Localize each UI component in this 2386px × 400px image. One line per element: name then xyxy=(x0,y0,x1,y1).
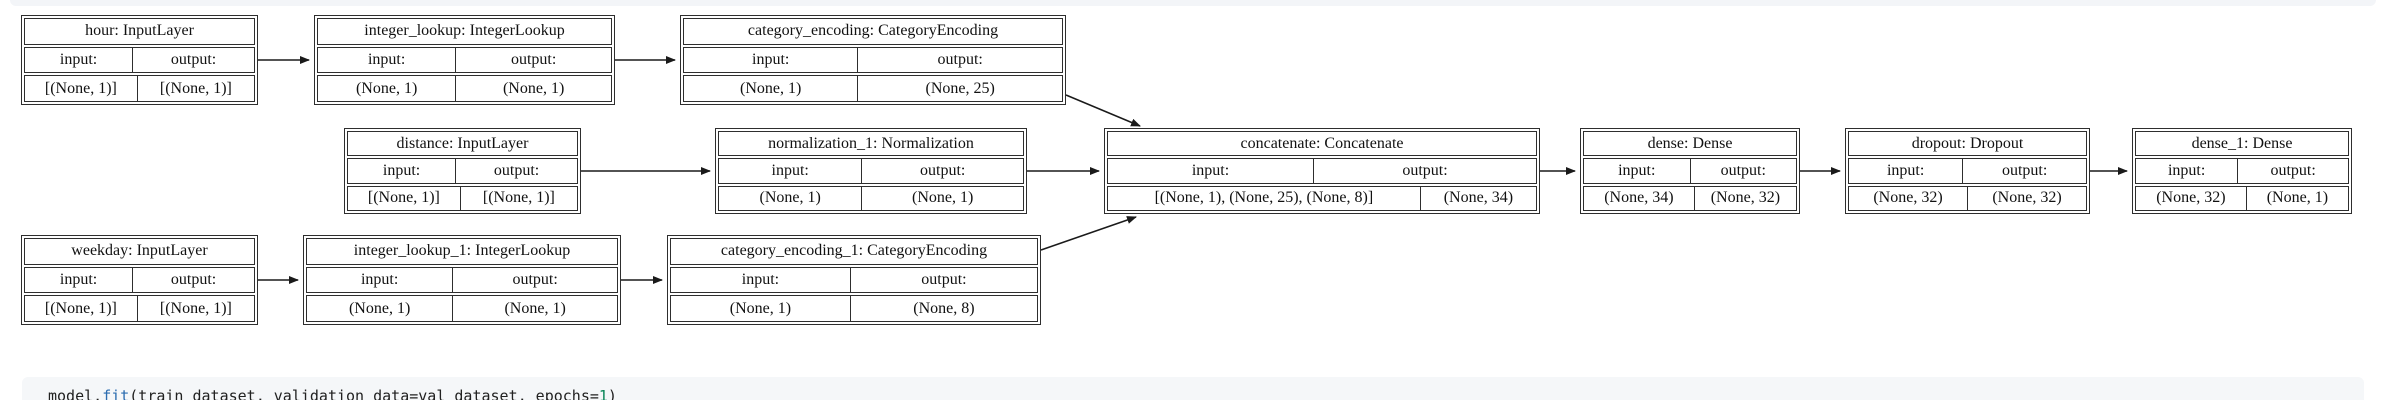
input-shape: [(None, 1)] xyxy=(25,76,138,102)
output-label: output: xyxy=(921,271,967,288)
node-title: integer_lookup_1: IntegerLookup xyxy=(353,242,571,260)
node-title: category_encoding: CategoryEncoding xyxy=(747,22,999,40)
node-dense: dense: Dense input: output: (None, 34) (None… xyxy=(1580,128,1800,214)
input-shape: (None, 1) xyxy=(719,186,863,210)
input-shape: (None, 1) xyxy=(684,76,859,102)
input-label: input: xyxy=(307,267,454,293)
node-title: dense_1: Dense xyxy=(2191,134,2293,152)
output-shape: (None, 1) xyxy=(912,189,974,207)
code-token: 1 xyxy=(598,387,608,400)
output-shape: (None, 1) xyxy=(502,79,565,97)
input-label: input: xyxy=(671,267,851,293)
output-shape: (None, 1) xyxy=(2266,189,2329,207)
input-shape: (None, 34) xyxy=(1584,186,1695,210)
input-label: input: xyxy=(348,159,457,183)
node-title: distance: InputLayer xyxy=(396,134,529,152)
input-label: input: xyxy=(25,267,134,293)
output-label: output: xyxy=(2270,161,2316,179)
node-integer_lookup: integer_lookup: IntegerLookup input: outpu… xyxy=(314,15,615,105)
edge-category_encoding-to-concatenate xyxy=(1065,94,1141,127)
edge-category_encoding_1-to-concatenate xyxy=(1040,216,1137,251)
code-token: ) xyxy=(607,387,617,400)
output-label: output: xyxy=(1402,161,1448,179)
node-title: dense: Dense xyxy=(1647,134,1733,152)
code-token: fit xyxy=(102,387,130,400)
node-dropout: dropout: Dropout input: output: (None, 32) (… xyxy=(1845,128,2090,214)
node-title: normalization_1: Normalization xyxy=(768,134,974,152)
code-token: model. xyxy=(48,387,103,400)
node-normalization_1: normalization_1: Normalization input: outp… xyxy=(715,128,1027,214)
output-shape: (None, 34) xyxy=(1443,189,1514,207)
input-label: input: xyxy=(318,47,457,73)
input-label: input: xyxy=(1584,159,1691,183)
node-title: concatenate: Concatenate xyxy=(1240,134,1404,152)
node-title: dropout: Dropout xyxy=(1911,134,2024,152)
output-label: output: xyxy=(1720,161,1766,179)
output-label: output: xyxy=(2001,161,2048,179)
input-shape: [(None, 1)] xyxy=(348,186,461,210)
output-shape: (None, 1) xyxy=(504,299,566,317)
output-shape: (None, 32) xyxy=(1710,189,1781,207)
output-shape: (None, 8) xyxy=(913,299,975,317)
node-title: integer_lookup: IntegerLookup xyxy=(364,22,565,40)
node-distance: distance: InputLayer input: output: [(None,… xyxy=(344,128,581,214)
output-label: output: xyxy=(510,51,557,68)
input-shape: (None, 1) xyxy=(671,296,851,322)
node-category_encoding: category_encoding: CategoryEncoding input… xyxy=(680,15,1066,105)
output-label: output: xyxy=(170,271,217,288)
input-shape: (None, 1) xyxy=(307,296,454,322)
node-title: weekday: InputLayer xyxy=(71,242,208,260)
previous-cell-edge xyxy=(10,0,2376,6)
node-title: hour: InputLayer xyxy=(85,22,194,40)
output-shape: [(None, 1)] xyxy=(159,299,232,317)
output-shape: [(None, 1)] xyxy=(159,79,232,97)
input-shape: [(None, 1)] xyxy=(25,296,138,322)
input-shape: (None, 32) xyxy=(1849,186,1968,210)
output-label: output: xyxy=(920,161,966,179)
input-shape: (None, 32) xyxy=(2136,186,2247,210)
node-category_encoding_1: category_encoding_1: CategoryEncoding inp… xyxy=(667,235,1041,325)
output-label: output: xyxy=(937,51,983,68)
node-dense_1: dense_1: Dense input: output: (None, 32) (No… xyxy=(2132,128,2352,214)
output-shape: (None, 25) xyxy=(925,79,995,97)
input-shape: (None, 1) xyxy=(318,76,457,102)
output-shape: (None, 32) xyxy=(1992,189,2062,207)
input-label: input: xyxy=(1108,159,1314,183)
code-cell: model.fit(train_dataset, validation_data… xyxy=(22,377,2364,400)
node-title: category_encoding_1: CategoryEncoding xyxy=(720,242,988,260)
code-line: model.fit(train_dataset, validation_data… xyxy=(48,387,617,400)
node-concatenate: concatenate: Concatenate input: output: [(N… xyxy=(1104,128,1540,214)
output-shape: [(None, 1)] xyxy=(482,189,555,207)
code-token: (train_dataset, validation_data=val_data… xyxy=(129,387,599,400)
output-label: output: xyxy=(512,271,558,288)
input-label: input: xyxy=(25,47,134,73)
input-label: input: xyxy=(1849,159,1964,183)
input-label: input: xyxy=(684,47,859,73)
input-label: input: xyxy=(2136,159,2239,183)
output-label: output: xyxy=(170,51,217,68)
input-shape: [(None, 1), (None, 25), (None, 8)] xyxy=(1108,186,1421,210)
output-label: output: xyxy=(493,161,540,179)
node-hour: hour: InputLayer input: output: [(None, 1)]… xyxy=(21,15,258,105)
node-integer_lookup_1: integer_lookup_1: IntegerLookup input: out… xyxy=(303,235,621,325)
node-weekday: weekday: InputLayer input: output: [(None, … xyxy=(21,235,258,325)
input-label: input: xyxy=(719,159,863,183)
